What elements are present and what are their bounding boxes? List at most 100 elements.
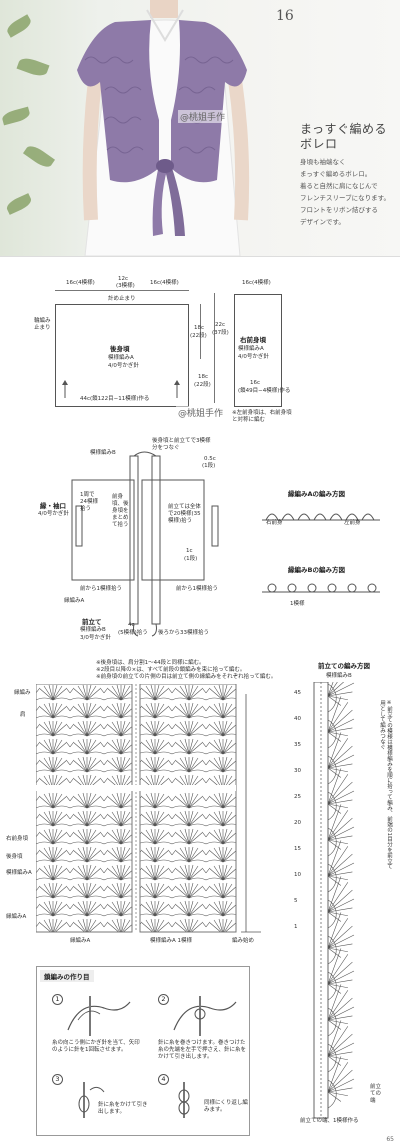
- back-body-outline: [55, 304, 189, 407]
- assembly-outline: [71, 451, 219, 637]
- fan-arc: [327, 1043, 337, 1073]
- legend-a-left: 右前身: [266, 520, 283, 526]
- front-band-hook: 3/0号かぎ針: [80, 635, 111, 641]
- dim-inner: 18c: [194, 325, 205, 331]
- chart-left-label: 縁編みA: [6, 914, 27, 920]
- chart-left-label: 肩: [20, 712, 26, 718]
- right-front-pattern: 模様編みA: [238, 346, 264, 352]
- legend-b-repeat: 1模様: [290, 601, 305, 607]
- step-text: 同様にくり返し編みます。: [204, 1100, 248, 1113]
- stitch-chart-main: [36, 684, 261, 933]
- right-front-title: 右前身頃: [240, 336, 266, 344]
- description-line: フレンチスリーブになります。: [300, 194, 390, 202]
- step-number: 2: [158, 994, 169, 1005]
- dim-right: 16c(4模様): [150, 280, 179, 286]
- legend-b-stitch-chart: [262, 583, 380, 593]
- fan-arc: [327, 863, 337, 893]
- step-number: 3: [52, 1074, 63, 1085]
- top-right-sub: (1段): [202, 463, 216, 469]
- chart-left-label: 右前身頃: [6, 836, 29, 842]
- fan-motif: [327, 840, 355, 886]
- sleeve-hook: 4/0号かぎ針: [38, 511, 69, 517]
- fan-motif: [327, 1020, 355, 1066]
- fan-motif: [327, 732, 355, 778]
- back-body-bottom: 44c(鎖122目−11模様)作る: [80, 396, 150, 402]
- border-label: 縁編みA: [64, 598, 85, 604]
- leaf-decoration: [22, 142, 56, 171]
- row-number: 25: [294, 794, 301, 800]
- left-side-note: 輪編み止まり: [34, 318, 51, 331]
- right-inner-1: 1c: [186, 548, 193, 554]
- dim-outer-sub: (37段): [212, 330, 229, 336]
- pattern-title: まっすぐ編める ボレロ: [300, 122, 387, 152]
- step-4-illustration: [178, 1082, 190, 1118]
- bottom-dim: 4c: [128, 622, 135, 628]
- row-number: 35: [294, 742, 301, 748]
- row-number: 40: [294, 716, 301, 722]
- leaf-decoration: [16, 55, 50, 79]
- bottom-dim-sub: (5模様)拾う: [118, 630, 148, 636]
- right-front-hook: 4/0号かぎ針: [238, 354, 269, 360]
- fan-arc: [327, 755, 337, 785]
- row-number: 10: [294, 872, 301, 878]
- front-band-side-note: ※前立ての模様は模様編みを順に拾って編み、前端の1目分を前立て用として編みつなぐ: [379, 700, 392, 869]
- fan-arc: [327, 827, 337, 857]
- front-band-bottom-note: 前立ての端、1模様作る: [300, 1118, 359, 1124]
- row-number: 20: [294, 820, 301, 826]
- section-divider: [0, 256, 400, 257]
- fan-arc: [327, 971, 337, 1001]
- front-band-pattern: 模様編みB: [80, 627, 106, 633]
- chain-stitch-instructions: [36, 966, 250, 1136]
- step-number: 1: [52, 994, 63, 1005]
- step-2-illustration: [173, 996, 237, 1036]
- bottom-right-note: 後ろから33模様拾う: [158, 630, 209, 636]
- pattern-description: 身頃も袖端なく まっすぐ編めるボレロ。 着ると自然に肩になじんで フレンチスリー…: [300, 156, 400, 228]
- right-front-bottom-sub: (鎖49目−4模様)作る: [238, 388, 291, 394]
- back-body-hook: 4/0号かぎ針: [108, 363, 139, 369]
- dim-right-panel: 16c(4模様): [242, 280, 271, 286]
- row-number: 15: [294, 846, 301, 852]
- legend-a-title: 縁編みAの編み方図: [288, 490, 346, 498]
- fan-motif: [327, 1056, 355, 1102]
- instructions-title: 鎖編みの作り目: [40, 970, 94, 982]
- left-inner-note: 1周で24模様拾う: [80, 492, 98, 512]
- top-note: 後身頃と前立てで3模様分をつなぐ: [152, 438, 211, 451]
- chart-bottom-label: 縁編みA: [70, 938, 91, 944]
- direction-arrows: [62, 380, 180, 398]
- sleeve-title: 縁・袖口: [40, 502, 66, 510]
- center-note: 計め止まり: [108, 296, 136, 302]
- fan-motif: [327, 804, 355, 850]
- dim-center-sub: (3模様): [116, 283, 135, 289]
- step-text: 糸の向こう側にかぎ針を当て、矢印のように針を1回転させます。: [52, 1040, 140, 1053]
- fan-motif: [327, 696, 355, 742]
- dimension-line: [200, 304, 201, 359]
- fan-arc: [327, 899, 337, 929]
- fan-motif: [327, 948, 355, 994]
- fan-arc: [327, 1007, 337, 1037]
- page-number: 16: [276, 8, 294, 24]
- right-inner-2: (1段): [184, 556, 198, 562]
- back-body-title: 後身頃: [110, 345, 130, 353]
- legend-a-stitch-chart: [262, 513, 380, 521]
- chart-note: ※前身頃の前立ての片側の目は前立て側の縁編みをそれぞれ拾って編む。: [96, 674, 277, 680]
- right-front-bottom: 16c: [250, 380, 261, 386]
- chart-bottom-label: 編み始め: [232, 938, 255, 944]
- fan-motif: [327, 876, 355, 922]
- front-band-end-label: 前立ての端: [370, 1084, 382, 1104]
- description-line: 身頃も袖端なく: [300, 158, 346, 166]
- right-bottom-note: 前から1模様拾う: [176, 586, 218, 592]
- dim-left: 16c(4模様): [66, 280, 95, 286]
- leaf-decoration: [4, 193, 34, 215]
- step-text: 針に糸をかけて引き出します。: [98, 1102, 148, 1115]
- description-line: デザインです。: [300, 218, 345, 226]
- row-numbers: 45 40 35 30 25 20 15 10 5 1: [294, 690, 308, 944]
- step-number: 4: [158, 1074, 169, 1085]
- chart-bottom-label: 模様編みA 1模様: [150, 938, 193, 944]
- description-line: フロントをリボン結びする: [300, 206, 378, 214]
- fan-motif: [327, 768, 355, 814]
- description-line: まっすぐ編めるボレロ。: [300, 170, 372, 178]
- description-line: 着ると自然に肩になじんで: [300, 182, 378, 190]
- watermark-text: @桃姐手作: [178, 110, 228, 123]
- row-number: 1: [294, 924, 298, 930]
- dim-lower-sub: (22段): [194, 382, 211, 388]
